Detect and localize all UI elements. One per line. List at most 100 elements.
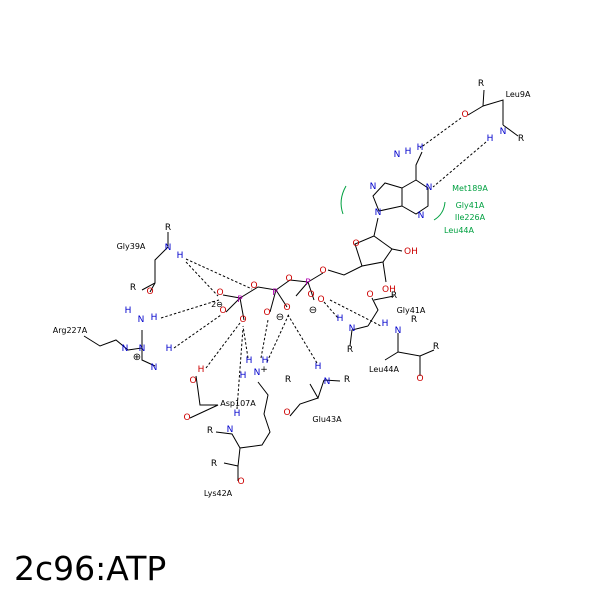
oxygen-atom: O [416,374,423,384]
oxygen-atom: O [307,290,314,300]
hydrophobic-residue-label: Ile226A [455,213,486,222]
oxygen-atom: O [283,303,290,313]
hydrophobic-arc [433,201,446,221]
hbond-line [419,117,462,149]
leu44a-carbonyl [397,349,435,357]
residue-label-lys42a: Lys42A [204,489,233,498]
hbond-line [260,319,269,359]
hydrogen-atom: H [166,344,173,354]
hydrophobic-residue-label: Gly41A [456,201,485,210]
hydrogen-atom: H [337,314,344,324]
gly41a-backbone [367,297,379,327]
hydrophobic-arcs [340,185,446,221]
hbond-line [185,258,253,290]
hydrophobic-arc [340,185,347,215]
nitrogen-atom: N [370,182,377,192]
oxygen-atom: O [283,408,290,418]
r-group: R [518,134,524,144]
leu9a-backbone [482,99,504,125]
residue-label-glu43a: Glu43A [312,415,342,424]
hydrogen-atom: H [151,313,158,323]
leu44a-backbone [384,333,399,361]
phosphorus-atom: P [237,295,243,305]
glu43a-n-r [323,379,341,382]
r-group: R [344,375,350,385]
hydrogen-atom: H [417,143,424,153]
residue-label-arg227a: Arg227A [53,326,88,335]
amino-bond [415,151,423,180]
hydrogen-atom: H [382,319,389,329]
hbond-line [205,322,241,369]
nitrogen-atom: N [426,183,433,193]
hydrogen-bonds [160,117,487,410]
leu9a-carbonyl [467,89,485,116]
nitrogen-atom: N [500,127,507,137]
nitrogen-atom: N [138,315,145,325]
charge-label: ⊕ [133,352,141,363]
hydrogen-atom: H [125,306,132,316]
oxygen-atom: O [461,110,468,120]
oxygen-atom: O [317,295,324,305]
hbond-line [173,314,222,349]
hbond-line [185,261,219,297]
nitrogen-atom: N [227,425,234,435]
r-group: R [207,426,213,436]
r-group: R [165,223,171,233]
phosphate-bond [225,297,241,313]
hbond-line [236,327,244,410]
charge-label: 2⊖ [211,300,223,309]
hydrogen-atom: H [177,251,184,261]
oxygen-atom: O [146,287,153,297]
phosphorus-atom: P [272,288,278,298]
oxygen-atom: O [189,376,196,386]
phosphorus-atom: P [305,278,311,288]
gly41a-n [349,325,369,347]
lys42a-sidechain [223,381,271,467]
hydrogen-atom: H [405,147,412,157]
hydroxyl-group: OH [404,247,418,257]
phosphate-bond [239,297,245,321]
nitrogen-atom: N [165,243,172,253]
r-group: R [285,375,291,385]
hbond-line [329,299,382,327]
hbond-line [242,325,249,359]
gly39a-backbone [141,232,169,291]
hydrophobic-residue-label: Met189A [452,184,488,193]
residue-label-asp107a: Asp107A [220,399,256,408]
oxygen-atom: O [352,239,359,249]
phosphate-bond [307,281,315,301]
lys42a-n [215,431,241,449]
hydrogen-atom: H [246,356,253,366]
glu43a-backbone [309,379,325,400]
asp107a-sidechain [189,375,219,419]
adenine-imidazole-ring [372,182,403,212]
gly39a-carbonyl [149,282,156,293]
glu43a-carbonyl [289,397,319,417]
oxygen-atom: O [263,308,270,318]
c5-bond [327,265,363,276]
leu9a-n-r [502,124,519,137]
residue-label-leu44a: Leu44A [369,365,399,374]
arg227a-guanidinium [127,330,156,367]
hbond-line [160,299,220,319]
hydrogen-atom: H [262,356,269,366]
ribose-oh-bond [382,261,387,283]
nitrogen-atom: N [151,363,158,373]
oxygen-atom: O [366,290,373,300]
hbond-line [432,141,487,188]
charge-label: ⊖ [276,312,284,323]
hydrogen-atom: H [487,134,494,144]
hydrogen-atom: H [315,362,322,372]
oxygen-atom: O [216,288,223,298]
r-group: R [478,79,484,89]
charge-label: + [260,365,268,375]
residue-labels: Leu9AGly39AArg227AGly41ALeu44AAsp107ALys… [53,90,531,498]
hbond-line [287,314,318,364]
nitrogen-atom: N [324,377,331,387]
oxygen-atom: O [183,413,190,423]
phosphate-bond [295,281,309,297]
residue-label-leu9a: Leu9A [506,90,531,99]
phosphate-chain [239,272,324,299]
